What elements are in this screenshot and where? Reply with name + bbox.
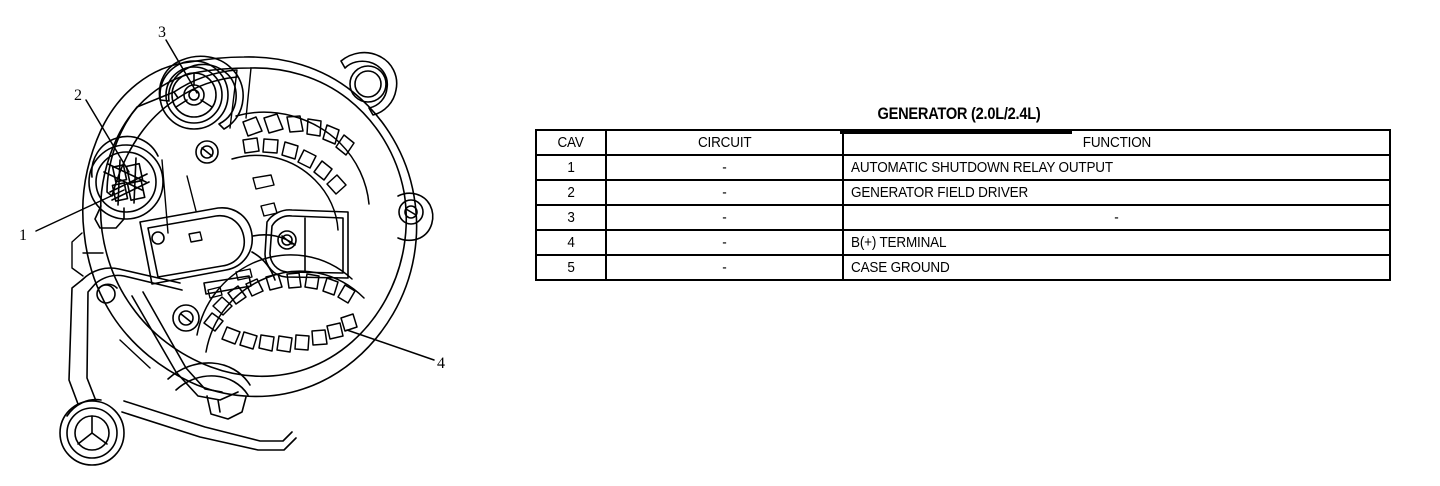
callout-leader-lines [35, 39, 435, 361]
callout-label-1: 1 [19, 227, 27, 244]
housing-bolt-bosses [172, 140, 434, 332]
table-row: 1 - AUTOMATIC SHUTDOWN RELAY OUTPUT [535, 154, 1391, 181]
generator-illustration-panel: 1 2 3 4 [0, 0, 500, 486]
cell-circuit: - [605, 204, 844, 231]
header-circuit: CIRCUIT [605, 129, 844, 156]
cell-function: GENERATOR FIELD DRIVER [842, 179, 1391, 206]
cell-cav: 4 [535, 229, 607, 256]
b-plus-terminal-post [158, 55, 244, 130]
cooling-vent-slots-lower [196, 254, 365, 353]
leader-line-4 [346, 329, 435, 361]
pinout-table-panel: GENERATOR (2.0L/2.4L) CAV CIRCUIT FUNCTI… [535, 104, 1391, 281]
table-row: 3 - - [535, 204, 1391, 231]
mounting-ear-upper-right [340, 51, 398, 116]
cell-cav: 2 [535, 179, 607, 206]
lower-center-bracket [131, 291, 251, 420]
callout-label-3: 3 [158, 24, 166, 41]
mounting-bracket-foot [68, 267, 297, 451]
leader-line-2 [85, 99, 130, 173]
table-header-row: CAV CIRCUIT FUNCTION [535, 129, 1391, 156]
callout-label-4: 4 [437, 355, 445, 372]
cell-circuit: - [605, 254, 844, 281]
cell-function: B(+) TERMINAL [842, 229, 1391, 256]
callout-label-2: 2 [74, 87, 82, 104]
leader-line-1 [35, 189, 125, 232]
cell-circuit: - [605, 229, 844, 256]
cell-function: - [842, 204, 1391, 231]
cell-circuit: - [605, 179, 844, 206]
leader-line-3 [165, 39, 198, 94]
voltage-regulator-housing [139, 207, 296, 295]
table-row: 2 - GENERATOR FIELD DRIVER [535, 179, 1391, 206]
table-title-underline [840, 131, 1072, 134]
header-cav: CAV [535, 129, 607, 156]
generator-pinout-table: CAV CIRCUIT FUNCTION 1 - AUTOMATIC SHUTD… [535, 129, 1391, 281]
cell-cav: 1 [535, 154, 607, 181]
header-function: FUNCTION [842, 129, 1391, 156]
table-title: GENERATOR (2.0L/2.4L) [877, 104, 1041, 123]
table-row: 4 - B(+) TERMINAL [535, 229, 1391, 256]
alternator-line-drawing [35, 39, 435, 466]
table-row: 5 - CASE GROUND [535, 254, 1391, 281]
cell-function: AUTOMATIC SHUTDOWN RELAY OUTPUT [842, 154, 1391, 181]
mounting-boss-lower-left [59, 398, 125, 466]
rectifier-terminal-plate [264, 209, 349, 279]
cell-cav: 3 [535, 204, 607, 231]
cell-circuit: - [605, 154, 844, 181]
cell-function: CASE GROUND [842, 254, 1391, 281]
field-connector-socket [88, 135, 164, 229]
cell-cav: 5 [535, 254, 607, 281]
housing-surface-details [71, 67, 278, 369]
